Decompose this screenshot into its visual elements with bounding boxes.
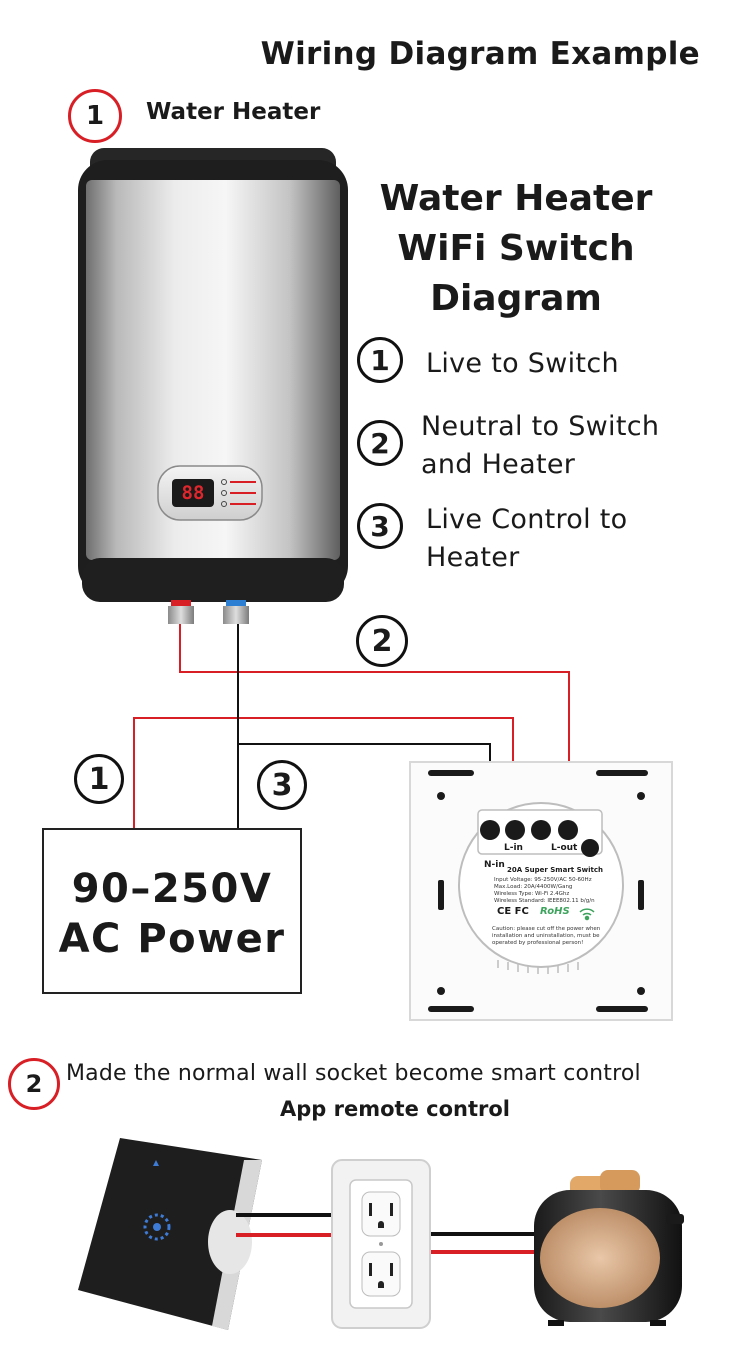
- switch-spec-line: Wireless Standard: IEEE802.11 b/g/n: [494, 898, 595, 904]
- legend-3-line-1: Live Control to: [426, 504, 628, 535]
- caution-line: operated by professional person!: [492, 940, 584, 946]
- neutral-wire-marker-number: 2: [371, 623, 393, 659]
- legend-2-text: Neutral to Switch and Heater: [421, 408, 659, 484]
- section-2-subtext: App remote control: [280, 1097, 510, 1121]
- legend-1-badge: 1: [357, 337, 403, 383]
- switch-spec-line: Input Voltage: 95-250V/AC 50-60Hz: [494, 877, 592, 883]
- section-1-label: Water Heater: [146, 99, 321, 125]
- toaster-illustration: [534, 1170, 684, 1326]
- switch-spec-line: Wireless Type: Wi-Fi 2.4Ghz: [494, 891, 570, 897]
- section-2-badge: 2: [8, 1058, 60, 1110]
- wifi-icon: [579, 908, 595, 921]
- legend-3-text: Live Control to Heater: [426, 501, 628, 577]
- diagram-title-line-1: Water Heater: [379, 178, 653, 219]
- control-wire-marker: 3: [257, 760, 307, 810]
- neutral-wire-marker: 2: [356, 615, 408, 667]
- wall-socket-illustration: [331, 1159, 431, 1329]
- legend-3-badge: 3: [357, 503, 403, 549]
- section-1-badge: 1: [68, 89, 122, 143]
- section-1-number: 1: [85, 101, 105, 131]
- section-2-text: Made the normal wall socket become smart…: [66, 1061, 641, 1086]
- legend-2-badge: 2: [357, 420, 403, 466]
- section-2-number: 2: [25, 1070, 43, 1098]
- legend-2-number: 2: [370, 426, 390, 460]
- diagram-title-line-2: WiFi Switch: [397, 228, 635, 269]
- diagram-title: Water Heater WiFi Switch Diagram: [360, 174, 672, 324]
- socket-wires: [236, 1213, 536, 1254]
- rohs-mark: RoHS: [540, 906, 570, 917]
- switch-model: 20A Super Smart Switch: [507, 866, 603, 874]
- heater-display: 88: [181, 482, 205, 504]
- legend-3-number: 3: [370, 509, 390, 543]
- switch-spec-line: Max.Load: 20A/4400W/Gang: [494, 884, 573, 890]
- water-heater-illustration: [78, 148, 348, 624]
- certification-marks: CE FC: [497, 906, 529, 917]
- legend-1-line-1: Live to Switch: [426, 348, 619, 379]
- legend-2-line-2: and Heater: [421, 449, 576, 480]
- switch-caution: Caution: please cut off the power when i…: [492, 926, 600, 947]
- terminal-l-in-label: L-in: [504, 843, 523, 853]
- ac-power-box: 90–250V AC Power: [42, 828, 302, 994]
- page-title: Wiring Diagram Example: [260, 36, 700, 72]
- control-wire-marker-number: 3: [271, 767, 293, 803]
- live-wire-marker: 1: [74, 754, 124, 804]
- legend-1-text: Live to Switch: [426, 345, 619, 383]
- switch-specs: Input Voltage: 95-250V/AC 50-60Hz Max.Lo…: [494, 877, 595, 905]
- terminal-l-out-label: L-out: [551, 843, 578, 853]
- live-wire-marker-number: 1: [88, 761, 110, 797]
- power-voltage: 90–250V: [71, 866, 273, 912]
- terminal-n-in-label: N-in: [484, 860, 505, 870]
- legend-1-number: 1: [370, 343, 390, 377]
- diagram-title-line-3: Diagram: [430, 278, 602, 319]
- power-type: AC Power: [58, 916, 286, 962]
- legend-3-line-2: Heater: [426, 542, 520, 573]
- caution-line: installation and uninstallation, must be: [492, 933, 600, 939]
- touch-switch-illustration: [78, 1138, 262, 1330]
- caution-line: Caution: please cut off the power when: [492, 926, 601, 932]
- legend-2-line-1: Neutral to Switch: [421, 411, 660, 442]
- smart-switch-module: [409, 761, 673, 1021]
